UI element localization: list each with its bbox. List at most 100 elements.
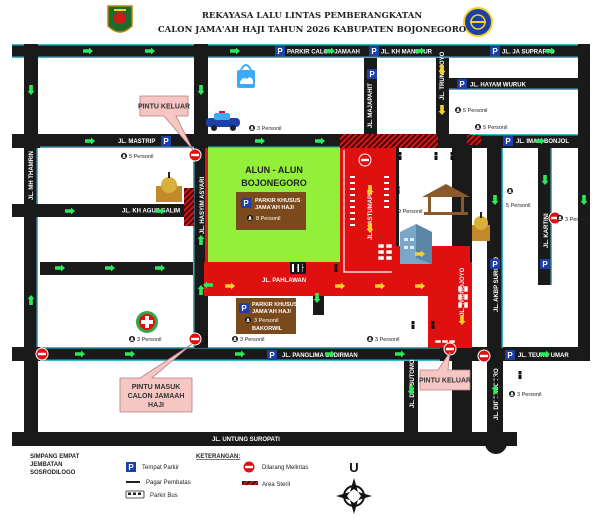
svg-text:CALON JAMAAH: CALON JAMAAH xyxy=(128,393,185,400)
callouts: PINTU KELUAR PINTU MASUK CALON JAMAAH HA… xyxy=(119,95,471,413)
road-label-trunojoyo: JL. TRUNOJOYO xyxy=(460,267,466,316)
no-entry-icon xyxy=(188,148,202,162)
office-building-icon xyxy=(400,224,432,264)
header: REKAYASA LALU LINTAS PEMBERANGKATAN CALO… xyxy=(107,5,493,37)
road-hayam-wuruk xyxy=(448,78,588,90)
parking-sign xyxy=(367,69,377,80)
no-entry-icon xyxy=(242,460,256,474)
svg-text:PINTU KELUAR: PINTU KELUAR xyxy=(138,104,190,111)
road-labels: PARKIR CALON JAMAAH JL. KH MANSYUR JL. J… xyxy=(29,46,569,443)
personnel-label: 3 Personil xyxy=(137,337,161,343)
road-label-mastrip: JL. MASTRIP xyxy=(118,139,155,145)
alun-alun-title-1: ALUN - ALUN xyxy=(245,165,303,175)
parking-sign xyxy=(241,198,251,209)
roundabout xyxy=(485,432,507,454)
mosque-icon xyxy=(472,212,490,241)
simpang-line-1: SIMPANG EMPAT xyxy=(30,454,80,460)
compass: U xyxy=(336,460,372,514)
no-entry-icon xyxy=(358,153,372,167)
road-label-kh-agus-salim: JL. KH AGUS SALIM xyxy=(122,209,180,215)
parking-sign xyxy=(126,462,136,473)
parking-sign xyxy=(369,46,379,57)
parking-sign xyxy=(505,350,515,361)
officer-icon xyxy=(455,107,461,113)
no-entry-icon xyxy=(188,332,202,346)
road-untung-suropati xyxy=(12,432,517,446)
road-label-parkir-calon-jamaah: PARKIR CALON JAMAAH xyxy=(287,50,360,56)
police-car-icon xyxy=(206,111,240,131)
officer-icon xyxy=(509,391,515,397)
road-label-majapahit: JL. MAJAPAHIT xyxy=(368,83,374,128)
road-kartini xyxy=(538,148,552,285)
bus-icon xyxy=(125,490,145,499)
parkir-khusus-2-line2: JAMA'AH HAJI xyxy=(252,309,291,315)
road-top xyxy=(12,44,578,58)
road-label-panglima-sudirman: JL. PANGLIMA SUDIRMAN xyxy=(282,353,358,359)
parkir-khusus-1-personil: 8 Personil xyxy=(256,216,280,222)
parking-sign xyxy=(457,79,467,90)
parkir-khusus-1-line2: JAMA'AH HAJI xyxy=(255,205,294,211)
road-thamrin xyxy=(24,44,38,446)
title-line-2: CALON JAMA'AH HAJI TAHUN 2026 KABUPATEN … xyxy=(158,25,467,35)
callout-pintu-keluar-2: PINTU KELUAR xyxy=(419,351,471,391)
barrier-hatch-top xyxy=(340,134,438,148)
compass-north-label: U xyxy=(349,460,358,475)
callout-pintu-keluar-1: PINTU KELUAR xyxy=(138,95,194,151)
personnel-label: 9 Personil xyxy=(398,209,422,215)
officer-icon xyxy=(367,336,373,342)
legend-parking: Tempat Parkir xyxy=(142,465,179,471)
parkir-khusus-2-sub: BAKORWIL xyxy=(252,326,283,332)
legend-heading: KETERANGAN: xyxy=(196,454,240,460)
road-label-teuku-umar: JL. TEUKU UMAR xyxy=(518,353,569,359)
barrier-hatch-left xyxy=(184,188,194,226)
parking-sign xyxy=(540,259,550,270)
road-label-mh-thamrin: JL. MH THAMRIN xyxy=(29,151,35,200)
personnel-label: 5 Personil xyxy=(483,125,507,131)
road-label-kartini: JL. KARTINI xyxy=(544,213,550,248)
road-dr-sutomo xyxy=(404,361,418,432)
personnel-label: 3 Personil xyxy=(565,217,589,223)
bus-parking xyxy=(377,243,469,344)
officer-icon xyxy=(475,124,481,130)
parking-sign xyxy=(490,46,500,57)
road-label-trunojoyo-top: JL. TRUNOJOYO xyxy=(440,51,446,100)
officer-icon xyxy=(129,336,135,342)
officer-icon xyxy=(245,317,251,323)
officer-icon xyxy=(232,336,238,342)
road-mastrip xyxy=(12,134,590,148)
road-label-untung-suropati: JL. UNTUNG SUROPATI xyxy=(212,437,280,443)
officer-icon xyxy=(557,215,563,221)
road-diponegoro xyxy=(487,361,503,446)
alun-alun-title-2: BOJONEGORO xyxy=(241,178,307,188)
simpang-line-2: JEMBATAN xyxy=(30,462,62,468)
road-label-hasyim-asyari: JL. HASYIM ASYARI xyxy=(200,176,206,234)
no-entry-icon xyxy=(477,349,491,363)
parking-bays xyxy=(350,176,389,226)
shopping-bag-icon xyxy=(237,64,255,88)
officer-icon xyxy=(121,153,127,159)
hospital-icon xyxy=(136,311,158,333)
barrier-hatch-right xyxy=(467,135,481,145)
no-entry-icon xyxy=(35,347,49,361)
legend: KETERANGAN: Tempat Parkir Pagar Pembatas… xyxy=(125,454,308,499)
personnel-label: 3 Personil xyxy=(517,392,541,398)
mosque-icon xyxy=(156,172,182,202)
personnel-label: 3 Personil xyxy=(257,126,281,132)
parkir-khusus-1-line1: PARKIR KHUSUS xyxy=(255,198,301,204)
svg-text:PINTU KELUAR: PINTU KELUAR xyxy=(419,378,471,385)
personnel-label: 5 Personil xyxy=(463,108,487,114)
road-label-pahlawan: JL. PAHLAWAN xyxy=(262,278,306,284)
officer-icon xyxy=(249,125,255,131)
personnel-label: 3 Personil xyxy=(240,337,264,343)
road-agus-salim xyxy=(12,204,208,217)
parking-sign xyxy=(275,46,285,57)
personnel-label: 5 Personil xyxy=(129,154,153,160)
road-label-dr-sutomo: JL. DR. SUTOMO xyxy=(410,359,416,408)
parking-sign xyxy=(239,303,249,314)
svg-text:HAJI: HAJI xyxy=(148,402,164,409)
places: ALUN - ALUN BOJONEGORO PARKIR KHUSUS JAM… xyxy=(30,165,307,476)
parkir-khusus-2-line1: PARKIR KHUSUS xyxy=(252,302,298,308)
road-label-mastumapel: JL. MASTUMAPEL xyxy=(368,187,374,240)
